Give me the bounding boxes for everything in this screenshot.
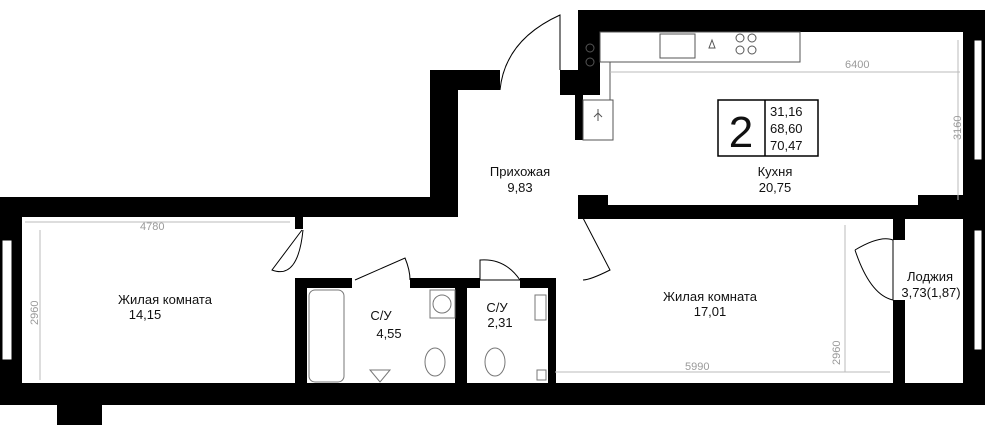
washer-icon [429, 289, 456, 319]
bath-fixtures [308, 289, 547, 383]
loggia-name: Лоджия [907, 269, 953, 284]
kitchen-area: 20,75 [759, 180, 792, 195]
total-area-with-loggia-value: 70,47 [770, 138, 803, 153]
living-left-name: Жилая комната [118, 292, 213, 307]
hallway-name: Прихожая [490, 164, 550, 179]
kitchen-name: Кухня [758, 164, 793, 179]
bath1-area: 4,55 [376, 326, 401, 341]
fridge-icon [582, 99, 614, 141]
living-area-value: 31,16 [770, 104, 803, 119]
total-area-value: 68,60 [770, 121, 803, 136]
kitchen-depth-label: 3160 [952, 116, 964, 140]
living-right-area: 17,01 [694, 304, 727, 319]
hallway-area: 9,83 [507, 180, 532, 195]
toilet-icon-2 [484, 347, 506, 377]
left-room-width-label: 4780 [140, 221, 164, 233]
left-room-depth-label: 2960 [29, 301, 41, 325]
sink-icon [659, 33, 696, 59]
right-room-depth-label: 2960 [831, 341, 843, 365]
bathtub-icon [308, 289, 345, 383]
bath2-area: 2,31 [487, 315, 512, 330]
bath1-name: С/У [370, 308, 392, 323]
kitchen-set [582, 31, 801, 141]
windows [1, 39, 983, 361]
walls [0, 10, 985, 425]
basin-icon-2 [534, 294, 547, 321]
kitchen-width-label: 6400 [845, 59, 869, 71]
rooms-count: 2 [729, 108, 753, 157]
doors [271, 14, 894, 301]
living-left-area: 14,15 [129, 307, 162, 322]
bath2-name: С/У [486, 300, 508, 315]
dimension-lines [25, 40, 960, 380]
basin-icon [368, 369, 392, 383]
area-summary-box: 2 31,16 68,60 70,47 [717, 99, 819, 157]
loggia-area: 3,73(1,87) [901, 285, 960, 300]
toilet-icon [424, 347, 446, 377]
drop-icon [708, 38, 716, 49]
right-room-width-label: 5990 [685, 361, 709, 373]
living-right-name: Жилая комната [663, 289, 758, 304]
